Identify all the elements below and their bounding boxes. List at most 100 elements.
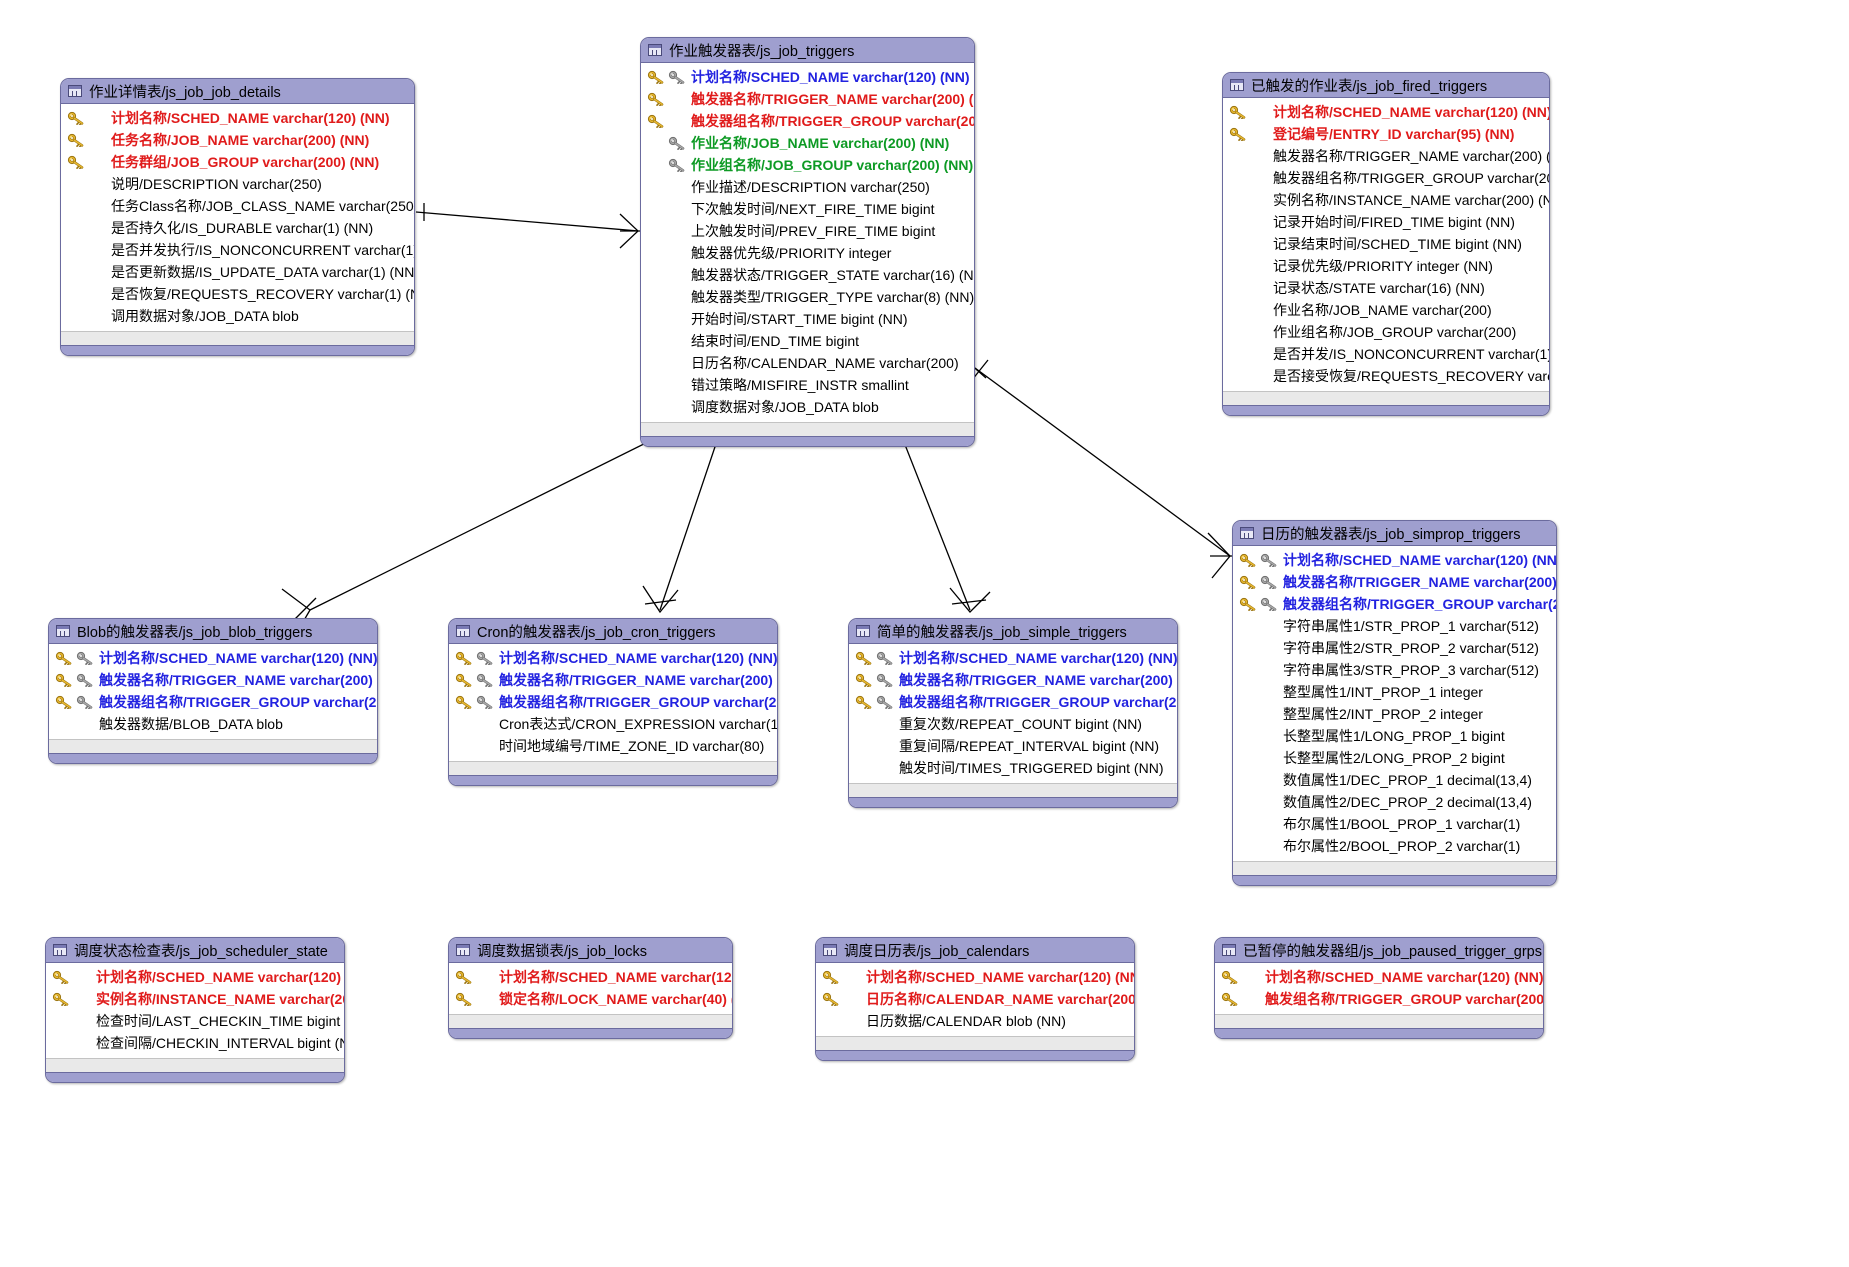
attribute-row[interactable]: 记录结束时间/SCHED_TIME bigint (NN) — [1223, 233, 1549, 255]
attribute-row[interactable]: 是否并发/IS_NONCONCURRENT varchar(1) — [1223, 343, 1549, 365]
attribute-row[interactable]: 作业名称/JOB_NAME varchar(200) (NN) — [641, 132, 974, 154]
attribute-row[interactable]: 数值属性1/DEC_PROP_1 decimal(13,4) — [1233, 769, 1556, 791]
entity-locks[interactable]: 调度数据锁表/js_job_locks 计划名称/SCHED_NAME varch… — [448, 937, 733, 1039]
attribute-row[interactable]: 触发器类型/TRIGGER_TYPE varchar(8) (NN) — [641, 286, 974, 308]
entity-calendars[interactable]: 调度日历表/js_job_calendars 计划名称/SCHED_NAME va… — [815, 937, 1135, 1061]
attribute-row[interactable]: 字符串属性1/STR_PROP_1 varchar(512) — [1233, 615, 1556, 637]
entity-title-bar[interactable]: Cron的触发器表/js_job_cron_triggers — [449, 619, 777, 644]
attribute-row[interactable]: 触发器组名称/TRIGGER_GROUP varchar(200) (NN) — [1233, 593, 1556, 615]
attribute-row[interactable]: 记录开始时间/FIRED_TIME bigint (NN) — [1223, 211, 1549, 233]
attribute-row[interactable]: 触发器优先级/PRIORITY integer — [641, 242, 974, 264]
attribute-row[interactable]: 日历数据/CALENDAR blob (NN) — [816, 1010, 1134, 1032]
attribute-row[interactable]: 触发器名称/TRIGGER_NAME varchar(200) (NN) — [641, 88, 974, 110]
attribute-row[interactable]: 整型属性2/INT_PROP_2 integer — [1233, 703, 1556, 725]
attribute-row[interactable]: 调用数据对象/JOB_DATA blob — [61, 305, 414, 327]
attribute-row[interactable]: 计划名称/SCHED_NAME varchar(120) (NN) — [849, 647, 1177, 669]
attribute-row[interactable]: 触发器组名称/TRIGGER_GROUP varchar(200) (NN) — [49, 691, 377, 713]
attribute-row[interactable]: 说明/DESCRIPTION varchar(250) — [61, 173, 414, 195]
attribute-row[interactable]: 计划名称/SCHED_NAME varchar(120) (NN) — [49, 647, 377, 669]
attribute-row[interactable]: 整型属性1/INT_PROP_1 integer — [1233, 681, 1556, 703]
entity-blob_triggers[interactable]: Blob的触发器表/js_job_blob_triggers 计划名称/SCHED… — [48, 618, 378, 764]
attribute-row[interactable]: 是否并发执行/IS_NONCONCURRENT varchar(1) (NN) — [61, 239, 414, 261]
attribute-row[interactable]: 触发器组名称/TRIGGER_GROUP varchar(200) (NN) — [849, 691, 1177, 713]
attribute-row[interactable]: 登记编号/ENTRY_ID varchar(95) (NN) — [1223, 123, 1549, 145]
attribute-row[interactable]: 日历名称/CALENDAR_NAME varchar(200) (NN) — [816, 988, 1134, 1010]
attribute-row[interactable]: 作业组名称/JOB_GROUP varchar(200) — [1223, 321, 1549, 343]
attribute-row[interactable]: 检查间隔/CHECKIN_INTERVAL bigint (NN) — [46, 1032, 344, 1054]
attribute-row[interactable]: 计划名称/SCHED_NAME varchar(120) (NN) — [46, 966, 344, 988]
attribute-row[interactable]: 日历名称/CALENDAR_NAME varchar(200) — [641, 352, 974, 374]
attribute-row[interactable]: 是否持久化/IS_DURABLE varchar(1) (NN) — [61, 217, 414, 239]
attribute-row[interactable]: 触发器数据/BLOB_DATA blob — [49, 713, 377, 735]
entity-title-bar[interactable]: 调度日历表/js_job_calendars — [816, 938, 1134, 963]
attribute-row[interactable]: Cron表达式/CRON_EXPRESSION varchar(120) (NN… — [449, 713, 777, 735]
attribute-row[interactable]: 计划名称/SCHED_NAME varchar(120) (NN) — [449, 966, 732, 988]
attribute-row[interactable]: 任务Class名称/JOB_CLASS_NAME varchar(250) (N… — [61, 195, 414, 217]
attribute-row[interactable]: 是否更新数据/IS_UPDATE_DATA varchar(1) (NN) — [61, 261, 414, 283]
attribute-row[interactable]: 计划名称/SCHED_NAME varchar(120) (NN) — [641, 66, 974, 88]
attribute-row[interactable]: 结束时间/END_TIME bigint — [641, 330, 974, 352]
attribute-row[interactable]: 触发器名称/TRIGGER_NAME varchar(200) (NN) — [449, 669, 777, 691]
attribute-row[interactable]: 触发器名称/TRIGGER_NAME varchar(200) (NN) — [1223, 145, 1549, 167]
attribute-row[interactable]: 锁定名称/LOCK_NAME varchar(40) (NN) — [449, 988, 732, 1010]
attribute-row[interactable]: 开始时间/START_TIME bigint (NN) — [641, 308, 974, 330]
attribute-row[interactable]: 字符串属性3/STR_PROP_3 varchar(512) — [1233, 659, 1556, 681]
entity-paused_trigger_grps[interactable]: 已暂停的触发器组/js_job_paused_trigger_grps 计划名称/… — [1214, 937, 1544, 1039]
attribute-row[interactable]: 实例名称/INSTANCE_NAME varchar(200) (NN) — [46, 988, 344, 1010]
attribute-row[interactable]: 下次触发时间/NEXT_FIRE_TIME bigint — [641, 198, 974, 220]
entity-job_details[interactable]: 作业详情表/js_job_job_details 计划名称/SCHED_NAME … — [60, 78, 415, 356]
attribute-row[interactable]: 记录状态/STATE varchar(16) (NN) — [1223, 277, 1549, 299]
attribute-row[interactable]: 错过策略/MISFIRE_INSTR smallint — [641, 374, 974, 396]
attribute-row[interactable]: 作业组名称/JOB_GROUP varchar(200) (NN) — [641, 154, 974, 176]
entity-title-bar[interactable]: 已暂停的触发器组/js_job_paused_trigger_grps — [1215, 938, 1543, 963]
attribute-row[interactable]: 布尔属性2/BOOL_PROP_2 varchar(1) — [1233, 835, 1556, 857]
entity-fired_triggers[interactable]: 已触发的作业表/js_job_fired_triggers 计划名称/SCHED_… — [1222, 72, 1550, 416]
attribute-row[interactable]: 触发器名称/TRIGGER_NAME varchar(200) (NN) — [49, 669, 377, 691]
attribute-row[interactable]: 长整型属性2/LONG_PROP_2 bigint — [1233, 747, 1556, 769]
attribute-row[interactable]: 触发器组名称/TRIGGER_GROUP varchar(200) (NN) — [641, 110, 974, 132]
attribute-row[interactable]: 计划名称/SCHED_NAME varchar(120) (NN) — [1233, 549, 1556, 571]
entity-title-bar[interactable]: 调度数据锁表/js_job_locks — [449, 938, 732, 963]
attribute-row[interactable]: 调度数据对象/JOB_DATA blob — [641, 396, 974, 418]
attribute-row[interactable]: 作业名称/JOB_NAME varchar(200) — [1223, 299, 1549, 321]
attribute-row[interactable]: 计划名称/SCHED_NAME varchar(120) (NN) — [449, 647, 777, 669]
attribute-row[interactable]: 触发时间/TIMES_TRIGGERED bigint (NN) — [849, 757, 1177, 779]
attribute-row[interactable]: 记录优先级/PRIORITY integer (NN) — [1223, 255, 1549, 277]
attribute-row[interactable]: 触发器状态/TRIGGER_STATE varchar(16) (NN) — [641, 264, 974, 286]
attribute-row[interactable]: 作业描述/DESCRIPTION varchar(250) — [641, 176, 974, 198]
attribute-row[interactable]: 计划名称/SCHED_NAME varchar(120) (NN) — [61, 107, 414, 129]
attribute-row[interactable]: 触发器组名称/TRIGGER_GROUP varchar(200) (NN) — [1223, 167, 1549, 189]
attribute-row[interactable]: 触发器名称/TRIGGER_NAME varchar(200) (NN) — [1233, 571, 1556, 593]
entity-title-bar[interactable]: 已触发的作业表/js_job_fired_triggers — [1223, 73, 1549, 98]
entity-title-bar[interactable]: 作业详情表/js_job_job_details — [61, 79, 414, 104]
entity-title-bar[interactable]: 调度状态检查表/js_job_scheduler_state — [46, 938, 344, 963]
attribute-row[interactable]: 检查时间/LAST_CHECKIN_TIME bigint (NN) — [46, 1010, 344, 1032]
entity-simple_triggers[interactable]: 简单的触发器表/js_job_simple_triggers 计划名称/SCHED… — [848, 618, 1178, 808]
attribute-row[interactable]: 重复次数/REPEAT_COUNT bigint (NN) — [849, 713, 1177, 735]
attribute-row[interactable]: 是否接受恢复/REQUESTS_RECOVERY varchar(1) — [1223, 365, 1549, 387]
entity-scheduler_state[interactable]: 调度状态检查表/js_job_scheduler_state 计划名称/SCHED… — [45, 937, 345, 1083]
attribute-row[interactable]: 任务名称/JOB_NAME varchar(200) (NN) — [61, 129, 414, 151]
entity-simprop_triggers[interactable]: 日历的触发器表/js_job_simprop_triggers 计划名称/SCHE… — [1232, 520, 1557, 886]
entity-title-bar[interactable]: 日历的触发器表/js_job_simprop_triggers — [1233, 521, 1556, 546]
entity-job_triggers[interactable]: 作业触发器表/js_job_triggers 计划名称/SCHED_NAME va… — [640, 37, 975, 447]
attribute-row[interactable]: 重复间隔/REPEAT_INTERVAL bigint (NN) — [849, 735, 1177, 757]
entity-title-bar[interactable]: 作业触发器表/js_job_triggers — [641, 38, 974, 63]
attribute-row[interactable]: 时间地域编号/TIME_ZONE_ID varchar(80) — [449, 735, 777, 757]
attribute-row[interactable]: 实例名称/INSTANCE_NAME varchar(200) (NN) — [1223, 189, 1549, 211]
attribute-row[interactable]: 是否恢复/REQUESTS_RECOVERY varchar(1) (NN) — [61, 283, 414, 305]
entity-cron_triggers[interactable]: Cron的触发器表/js_job_cron_triggers 计划名称/SCHED… — [448, 618, 778, 786]
entity-title-bar[interactable]: 简单的触发器表/js_job_simple_triggers — [849, 619, 1177, 644]
attribute-row[interactable]: 长整型属性1/LONG_PROP_1 bigint — [1233, 725, 1556, 747]
attribute-row[interactable]: 计划名称/SCHED_NAME varchar(120) (NN) — [816, 966, 1134, 988]
attribute-row[interactable]: 上次触发时间/PREV_FIRE_TIME bigint — [641, 220, 974, 242]
entity-title-bar[interactable]: Blob的触发器表/js_job_blob_triggers — [49, 619, 377, 644]
attribute-row[interactable]: 数值属性2/DEC_PROP_2 decimal(13,4) — [1233, 791, 1556, 813]
attribute-row[interactable]: 触发器组名称/TRIGGER_GROUP varchar(200) (NN) — [449, 691, 777, 713]
attribute-row[interactable]: 计划名称/SCHED_NAME varchar(120) (NN) — [1223, 101, 1549, 123]
attribute-row[interactable]: 计划名称/SCHED_NAME varchar(120) (NN) — [1215, 966, 1543, 988]
attribute-row[interactable]: 字符串属性2/STR_PROP_2 varchar(512) — [1233, 637, 1556, 659]
attribute-row[interactable]: 布尔属性1/BOOL_PROP_1 varchar(1) — [1233, 813, 1556, 835]
attribute-row[interactable]: 任务群组/JOB_GROUP varchar(200) (NN) — [61, 151, 414, 173]
attribute-row[interactable]: 触发器名称/TRIGGER_NAME varchar(200) (NN) — [849, 669, 1177, 691]
